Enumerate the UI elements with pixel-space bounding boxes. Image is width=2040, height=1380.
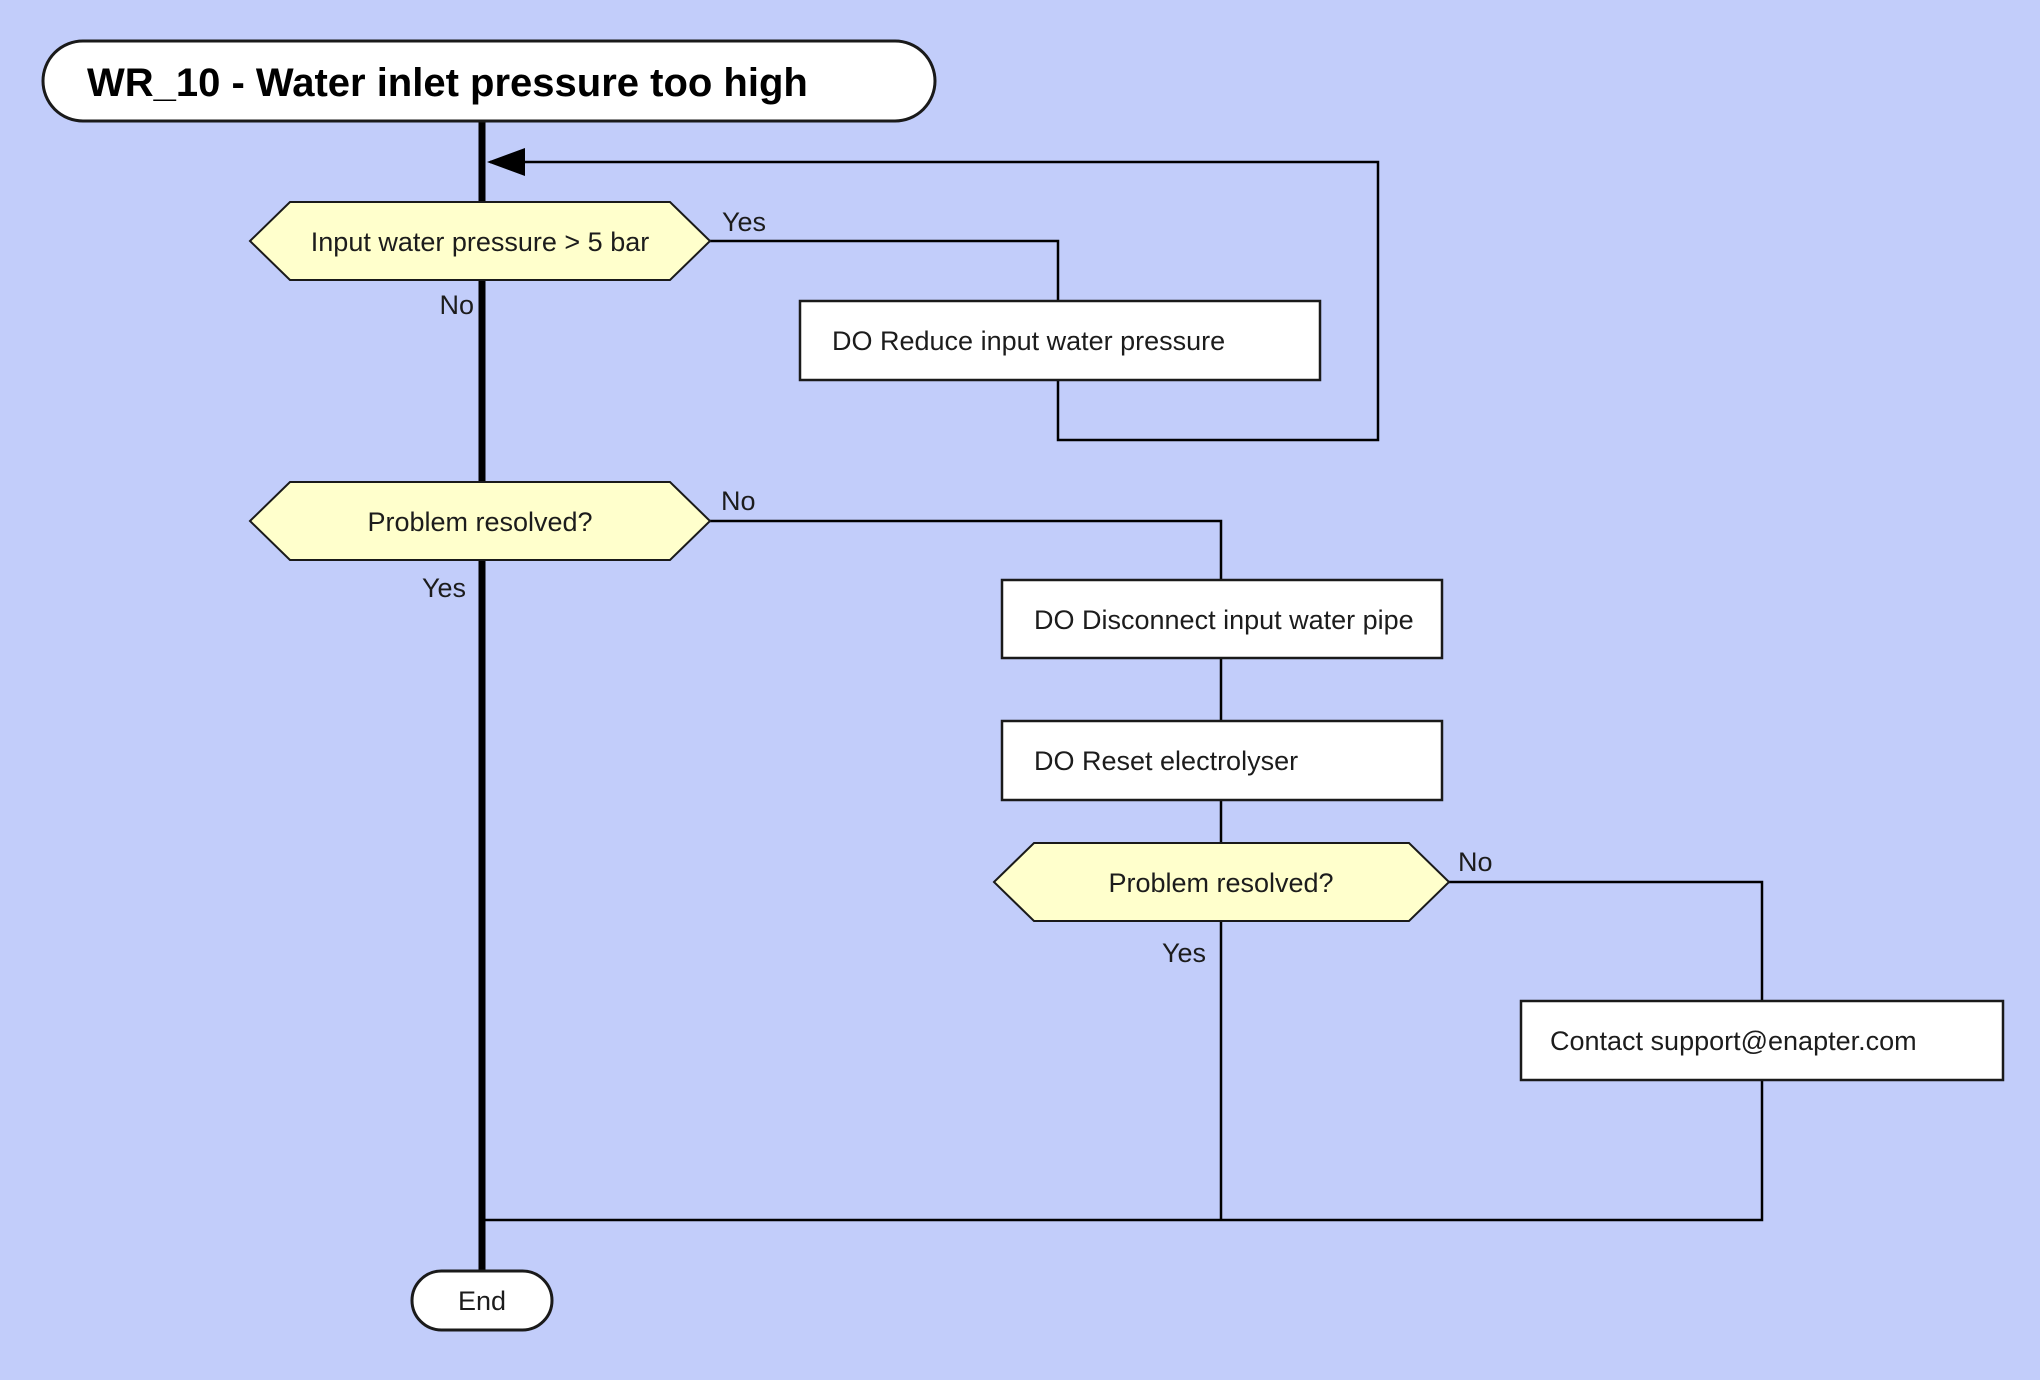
edge-label-problem1-no: No: [721, 486, 756, 516]
contact-support-label: Contact support@enapter.com: [1550, 1026, 1917, 1056]
reset-electrolyser-process-shape: [1000, 719, 1444, 802]
start-terminator-shape: [41, 39, 937, 123]
reduce-pressure-process-shape: [798, 299, 1322, 382]
end-terminator-shape: [410, 1269, 554, 1332]
node-check-pressure: Input water pressure > 5 bar: [248, 201, 712, 281]
reset-electrolyser-label: DO Reset electrolyser: [1034, 746, 1298, 776]
edge-problem2-no: [1449, 880, 1764, 1001]
check-pressure-decision-shape: [248, 201, 712, 281]
reduce-pressure-label: DO Reduce input water pressure: [832, 326, 1225, 356]
problem-resolved-2-label: Problem resolved?: [1108, 868, 1333, 898]
edge-label-check-pressure-yes: Yes: [722, 207, 766, 237]
check-pressure-label: Input water pressure > 5 bar: [311, 227, 649, 257]
edge-label-problem2-no: No: [1458, 847, 1493, 877]
problem-resolved-2-decision-shape: [992, 842, 1451, 922]
node-reduce-pressure: DO Reduce input water pressure: [798, 299, 1322, 382]
node-reset-electrolyser: DO Reset electrolyser: [1000, 719, 1444, 802]
disconnect-pipe-process-shape: [1000, 578, 1444, 660]
node-disconnect-pipe: DO Disconnect input water pipe: [1000, 578, 1444, 660]
node-contact-support: Contact support@enapter.com: [1519, 999, 2005, 1082]
page-title: WR_10 - Water inlet pressure too high: [87, 61, 808, 105]
edge-labels: Yes No No Yes No Yes: [422, 207, 1493, 968]
problem-resolved-1-decision-shape: [248, 481, 712, 561]
problem-resolved-1-label: Problem resolved?: [367, 507, 592, 537]
edges: [478, 121, 1764, 1271]
edge-contact-merge: [485, 1080, 1764, 1222]
edge-label-check-pressure-no: No: [439, 290, 474, 320]
edge-loop-back: [490, 160, 1380, 442]
disconnect-pipe-label: DO Disconnect input water pipe: [1034, 605, 1414, 635]
node-start: WR_10 - Water inlet pressure too high: [41, 39, 937, 123]
edge-check-pressure-yes: [710, 239, 1060, 301]
node-problem-resolved-1: Problem resolved?: [248, 481, 712, 561]
node-problem-resolved-2: Problem resolved?: [992, 842, 1451, 922]
edge-label-problem2-yes: Yes: [1162, 938, 1206, 968]
end-label: End: [458, 1286, 506, 1316]
contact-support-process-shape: [1519, 999, 2005, 1082]
arrowhead-icon: [487, 148, 525, 176]
node-end: End: [410, 1269, 554, 1332]
edge-problem1-no: [710, 519, 1223, 580]
edge-label-problem1-yes: Yes: [422, 573, 466, 603]
